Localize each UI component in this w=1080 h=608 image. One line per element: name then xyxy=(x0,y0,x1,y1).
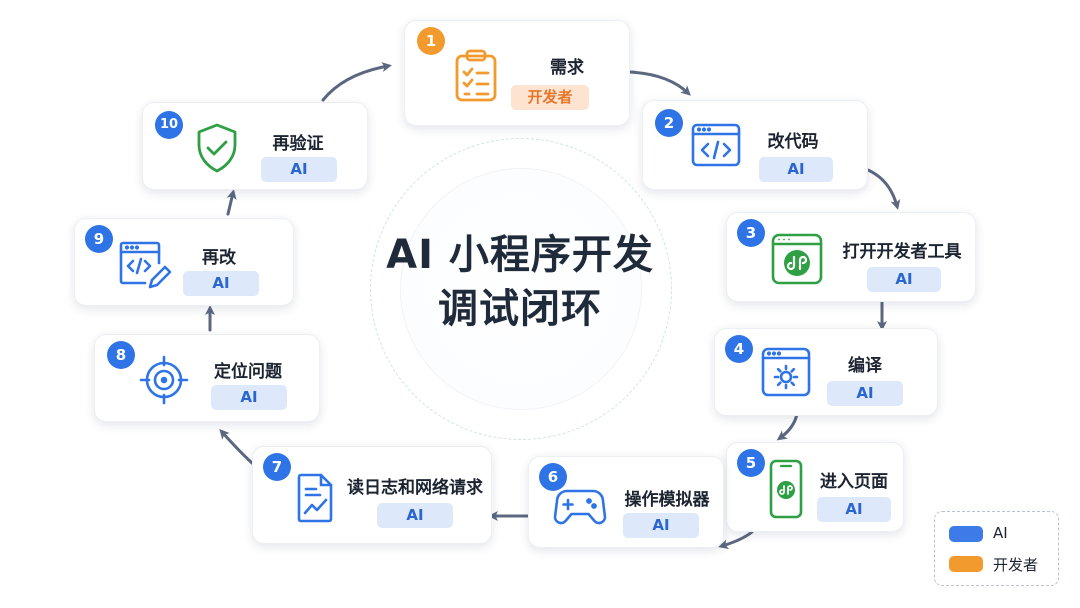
diagram-title: AI 小程序开发 调试闭环 xyxy=(340,228,700,336)
owner-tag: AI xyxy=(817,497,891,522)
legend-label-ai: AI xyxy=(993,524,1008,542)
legend-label-developer: 开发者 xyxy=(993,556,1039,574)
arrow-4-to-5 xyxy=(776,412,799,441)
step-label: 读日志和网络请求 xyxy=(347,478,483,498)
step-label: 再改 xyxy=(202,248,236,268)
title-line-2: 调试闭环 xyxy=(438,286,602,332)
owner-tag: 开发者 xyxy=(511,85,589,110)
legend: AI 开发者 xyxy=(934,511,1059,586)
center-ring xyxy=(370,138,672,440)
owner-tag: AI xyxy=(211,385,287,410)
clipboard-checklist-icon xyxy=(453,49,499,107)
step-number-badge: 3 xyxy=(737,219,765,247)
step-number-badge: 8 xyxy=(107,341,135,369)
owner-tag: AI xyxy=(827,381,903,406)
step-label: 需求 xyxy=(550,58,584,78)
step-label: 再验证 xyxy=(272,134,324,154)
step-card-2: 2 改代码 AI xyxy=(642,100,868,190)
arrow-9-to-10 xyxy=(226,189,237,216)
step-number-badge: 9 xyxy=(85,225,113,253)
owner-tag: AI xyxy=(759,157,833,182)
step-card-8: 8 定位问题 AI xyxy=(94,334,320,422)
step-label: 定位问题 xyxy=(214,362,282,382)
step-label: 改代码 xyxy=(767,132,819,152)
code-edit-icon xyxy=(119,241,173,293)
compile-gear-window-icon xyxy=(761,347,811,401)
step-card-3: 3 打开开发者工具 AI xyxy=(726,212,976,302)
owner-tag: AI xyxy=(377,503,453,528)
crosshair-target-icon xyxy=(139,355,189,409)
miniprogram-tool-icon xyxy=(771,233,823,289)
step-number-badge: 5 xyxy=(737,449,765,477)
arrow-10-to-1 xyxy=(321,62,392,102)
step-label: 操作模拟器 xyxy=(624,490,710,510)
step-number-badge: 7 xyxy=(263,453,291,481)
owner-tag: AI xyxy=(183,271,259,296)
phone-miniprogram-icon xyxy=(769,459,803,523)
code-window-icon xyxy=(691,123,741,171)
step-number-badge: 2 xyxy=(655,109,683,137)
center-circle xyxy=(400,168,642,410)
step-label: 进入页面 xyxy=(820,472,888,492)
owner-tag: AI xyxy=(261,157,337,182)
legend-swatch-ai xyxy=(949,526,983,542)
step-number-badge: 4 xyxy=(725,335,753,363)
step-card-7: 7 读日志和网络请求 AI xyxy=(252,446,492,544)
step-card-9: 9 再改 AI xyxy=(74,218,294,306)
arrow-7-to-8 xyxy=(219,429,254,465)
step-number-badge: 1 xyxy=(417,27,445,55)
arrow-5-to-6 xyxy=(718,530,754,550)
arrow-2-to-3 xyxy=(866,168,901,210)
step-number-badge: 6 xyxy=(539,463,567,491)
step-label: 打开开发者工具 xyxy=(842,242,962,262)
log-document-icon xyxy=(297,473,335,527)
arrow-1-to-2 xyxy=(628,70,691,96)
step-card-5: 5 进入页面 AI xyxy=(726,442,904,532)
owner-tag: AI xyxy=(867,267,941,292)
step-label: 编译 xyxy=(848,356,882,376)
step-card-4: 4 编译 AI xyxy=(714,328,938,416)
step-card-10: 10 再验证 AI xyxy=(142,102,368,190)
step-number-badge: 10 xyxy=(155,111,183,139)
step-card-6: 6 操作模拟器 AI xyxy=(528,456,724,548)
step-card-1: 1 需求 开发者 xyxy=(404,20,630,126)
shield-check-icon xyxy=(195,123,239,177)
title-line-1: AI 小程序开发 xyxy=(386,232,654,278)
legend-swatch-developer xyxy=(949,556,983,572)
owner-tag: AI xyxy=(623,513,699,538)
gamepad-icon xyxy=(553,487,607,531)
